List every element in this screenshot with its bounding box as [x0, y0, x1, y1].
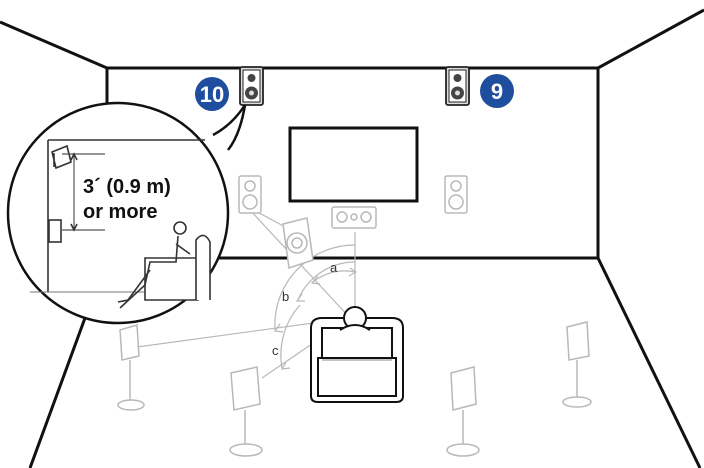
- front-right-speaker: [444, 175, 468, 214]
- svg-text:10: 10: [200, 82, 224, 107]
- listener-seat: [310, 306, 404, 403]
- svg-text:9: 9: [491, 79, 503, 104]
- surround-left-speaker: [117, 324, 145, 411]
- angle-label-b: b: [282, 289, 289, 304]
- surround-back-left-speaker: [229, 366, 263, 457]
- center-speaker: [331, 206, 377, 229]
- angle-label-a: a: [330, 260, 338, 275]
- callout-side-view: [30, 139, 211, 309]
- tv: [288, 126, 419, 203]
- badge-10: 10: [195, 77, 229, 111]
- angle-label-c: c: [272, 343, 279, 358]
- front-left-speaker: [238, 175, 262, 214]
- badge-9: 9: [480, 74, 514, 108]
- height-note-line2: or more: [83, 201, 157, 223]
- height-speaker-left: [239, 66, 264, 106]
- height-speaker-right: [445, 66, 470, 106]
- surround-back-right-speaker: [446, 366, 480, 457]
- subwoofer: [282, 217, 314, 269]
- height-note-line1: 3´ (0.9 m): [83, 176, 171, 198]
- surround-right-speaker: [562, 321, 592, 408]
